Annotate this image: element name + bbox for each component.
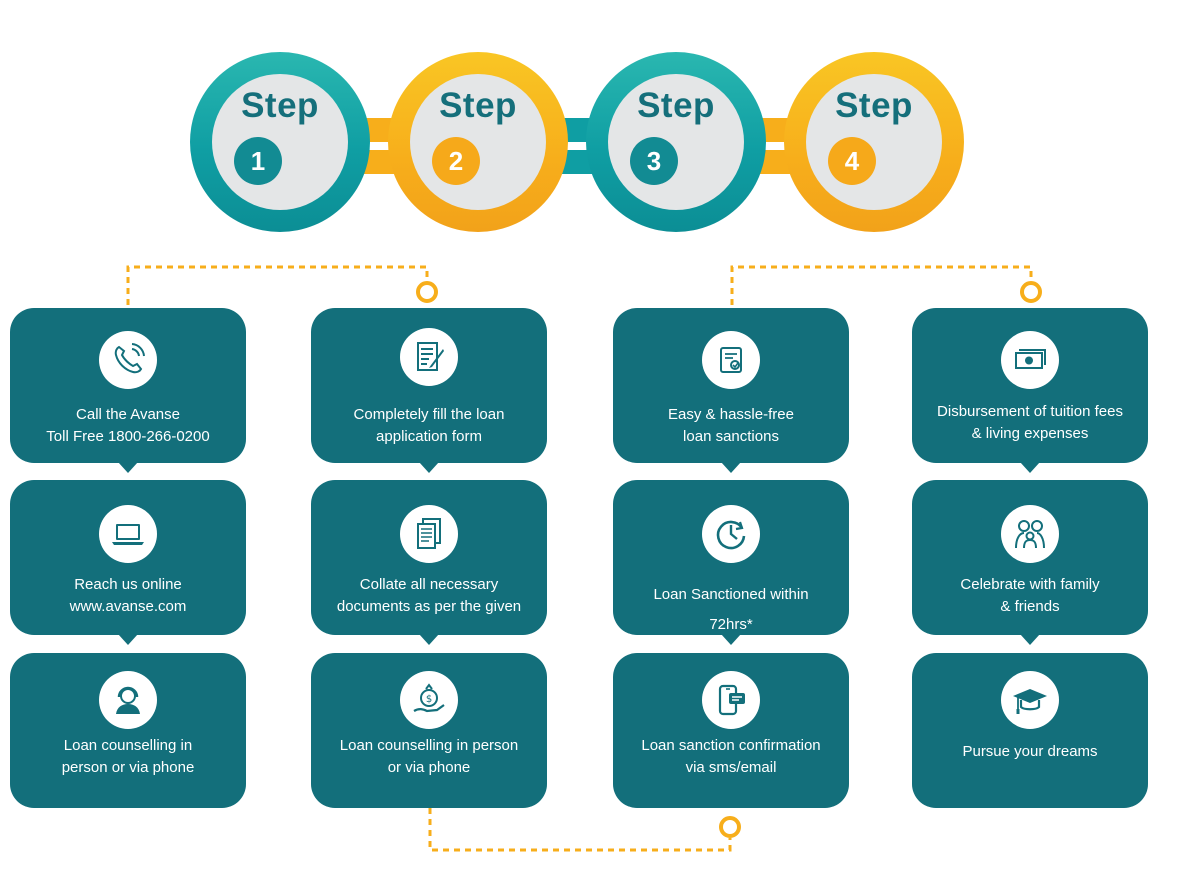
step-3-label: Step: [637, 86, 715, 125]
card-label: Pursue your dreams: [962, 743, 1098, 760]
flow-node-col3: [719, 816, 741, 838]
step-3-ring: Step 3: [586, 52, 766, 232]
flow-line-col3-to-col4: [730, 265, 1033, 305]
clock-icon: [702, 505, 760, 563]
phone-icon: [99, 331, 157, 389]
laptop-icon: [99, 505, 157, 563]
step-2-label: Step: [439, 86, 517, 125]
step-1-number: 1: [234, 137, 282, 185]
step-4-label: Step: [835, 86, 913, 125]
step-1-ring: Step 1: [190, 52, 370, 232]
card-disbursement: Disbursement of tuition fees& living exp…: [912, 308, 1148, 473]
card-label: Disbursement of tuition fees& living exp…: [937, 403, 1123, 442]
step-2-ring: Step 2: [388, 52, 568, 232]
step-1-label: Step: [241, 86, 319, 125]
svg-text:$: $: [426, 694, 432, 705]
form-edit-icon: [400, 328, 458, 386]
graduation-cap-icon: [1001, 671, 1059, 729]
step-2-number: 2: [432, 137, 480, 185]
step-4-ring: Step 4: [784, 52, 964, 232]
step-4-number: 4: [828, 137, 876, 185]
cash-bills-icon: [1001, 331, 1059, 389]
card-label: Celebrate with family& friends: [960, 576, 1100, 615]
flow-line-col1-to-col2: [126, 265, 429, 305]
card-pursue-dreams: Pursue your dreams: [912, 653, 1148, 808]
money-bag-hand-icon: $: [400, 671, 458, 729]
card-celebrate: Celebrate with family& friends: [912, 480, 1148, 645]
certificate-scroll-icon: [702, 331, 760, 389]
flow-node-col4: [1020, 281, 1042, 303]
flow-node-col2: [416, 281, 438, 303]
step-3-number: 3: [630, 137, 678, 185]
family-icon: [1001, 505, 1059, 563]
headset-agent-icon: [99, 671, 157, 729]
step-chain: Step 1 Step 2 Step 3 Step 4: [0, 0, 1179, 240]
flow-line-col2-to-col3: [428, 808, 732, 852]
documents-icon: [400, 505, 458, 563]
mobile-message-icon: [702, 671, 760, 729]
